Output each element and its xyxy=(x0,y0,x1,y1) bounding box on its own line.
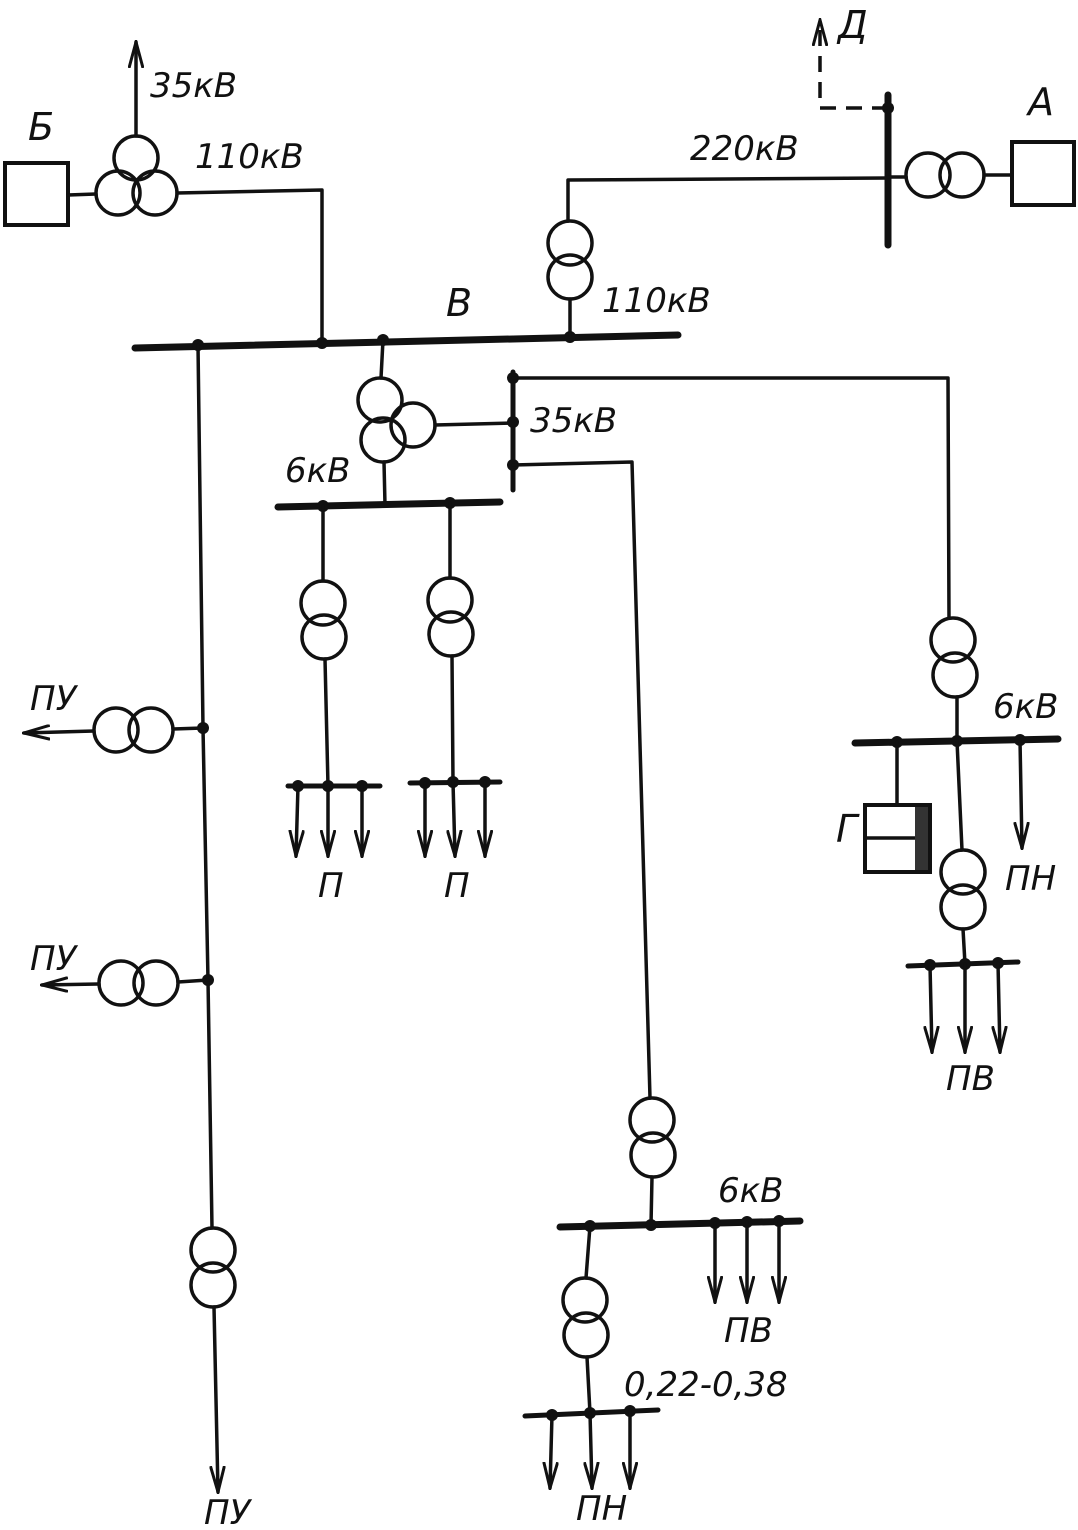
load-arrow xyxy=(453,780,455,856)
load-label-pv-2: ПВ xyxy=(724,1311,773,1351)
source-b-link xyxy=(66,192,98,197)
node-label-a: А xyxy=(1025,80,1054,124)
feeder-line xyxy=(955,739,964,852)
voltage-label-110kv-right: 110кВ xyxy=(602,281,711,321)
transformer-winding xyxy=(546,219,594,267)
node-label-v: В xyxy=(446,281,472,325)
voltage-label-220kv: 220кВ xyxy=(690,129,799,169)
transformer-winding xyxy=(427,610,475,658)
feeder-middle: 6кВ ПВ 0,22-0,38 ПН xyxy=(511,460,804,1529)
load-label-p-2: П xyxy=(444,866,470,906)
source-b-group: Б 35кВ 110кВ xyxy=(3,42,324,345)
load-arrow xyxy=(998,961,1000,1052)
node-label-d: Д xyxy=(836,3,868,47)
transformer-winding xyxy=(300,613,348,661)
feeder-p-1: П xyxy=(285,504,383,906)
transformer-lead xyxy=(379,338,385,380)
voltage-label-110kv-top: 110кВ xyxy=(195,137,304,177)
transformer-winding xyxy=(939,848,987,896)
load-arrow xyxy=(930,963,932,1052)
load-arrow xyxy=(42,984,101,985)
transformer-220-110-group: 220кВ 110кВ xyxy=(546,129,890,339)
branch-line xyxy=(176,978,210,984)
voltage-label-6kv-left: 6кВ xyxy=(285,451,351,491)
node-label-g: Г xyxy=(836,807,860,851)
load-label-pn-1: ПН xyxy=(1005,859,1056,899)
load-label-pn-2: ПН xyxy=(576,1489,627,1529)
load-arrow xyxy=(24,731,96,733)
feeder-line xyxy=(649,1175,654,1227)
load-label-pu-3: ПУ xyxy=(204,1493,253,1530)
load-label-pu-1: ПУ xyxy=(30,679,79,719)
node-label-b: Б xyxy=(28,105,54,149)
transformer-winding xyxy=(189,1226,237,1274)
load-arrow xyxy=(550,1413,552,1488)
voltage-label-35kv-top: 35кВ xyxy=(150,66,237,106)
feeder-line xyxy=(511,460,652,1100)
transformer-winding xyxy=(931,651,979,699)
source-a-group: Д А xyxy=(820,3,1076,249)
voltage-label-low: 0,22-0,38 xyxy=(624,1365,788,1405)
feeder-line xyxy=(323,657,330,788)
transformer-winding xyxy=(561,1276,609,1324)
transformer-winding xyxy=(356,376,404,424)
load-label-p-1: П xyxy=(318,866,344,906)
bus-6kv-left xyxy=(274,498,504,511)
feeder-line xyxy=(584,1224,592,1280)
transformer-lead xyxy=(382,460,387,507)
transformer-winding xyxy=(904,151,952,199)
trunk-left: ПУ ПУ ПУ xyxy=(24,343,253,1530)
transformer-winding xyxy=(629,1131,677,1179)
source-a-box xyxy=(1010,140,1076,207)
line-220kv xyxy=(566,176,890,223)
transformer-winding xyxy=(628,1096,676,1144)
transformer-winding xyxy=(97,959,145,1007)
load-arrow xyxy=(214,1305,218,1492)
bus-v-110kv xyxy=(131,331,682,352)
voltage-label-6kv-right: 6кВ xyxy=(993,687,1059,727)
line-110kv-to-bus-v xyxy=(175,188,324,345)
bus-junction xyxy=(316,337,328,349)
load-label-pv-1: ПВ xyxy=(946,1059,995,1099)
transformer-winding xyxy=(127,706,175,754)
load-arrow xyxy=(1020,738,1022,848)
load-arrow xyxy=(296,784,298,856)
feeder-line xyxy=(511,376,951,620)
load-arrow xyxy=(590,1411,592,1488)
transformer-winding xyxy=(112,134,160,182)
load-label-pu-2: ПУ xyxy=(30,939,79,979)
bus-junction xyxy=(645,1219,657,1231)
transformer-winding xyxy=(938,151,986,199)
transformer-winding xyxy=(939,883,987,931)
voltage-label-6kv-bottom: 6кВ xyxy=(718,1171,784,1211)
bus-junction xyxy=(507,416,519,428)
trunk-line xyxy=(196,343,214,1230)
feeder-line xyxy=(450,654,455,784)
transformer-winding xyxy=(929,616,977,664)
source-b-box xyxy=(3,161,70,227)
transformer-winding xyxy=(132,959,180,1007)
dashed-link-to-d xyxy=(820,20,888,110)
transformer-winding xyxy=(299,579,347,627)
feeder-line xyxy=(585,1355,592,1415)
transformer-winding xyxy=(546,253,594,301)
transformer-winding xyxy=(426,576,474,624)
bus-6kv-bottom xyxy=(556,1217,804,1231)
transformer-110-35-6-group: 35кВ 6кВ xyxy=(274,338,617,512)
transformer-winding xyxy=(189,1261,237,1309)
branch-line xyxy=(171,726,205,731)
generator-shaded-strip xyxy=(915,807,928,870)
feeder-p-2: П xyxy=(407,501,503,906)
generator-g xyxy=(863,803,932,874)
transformer-winding xyxy=(94,169,142,217)
bus-v-group: В xyxy=(131,281,682,352)
voltage-label-35kv-mid: 35кВ xyxy=(530,401,617,441)
transformer-lead xyxy=(433,421,515,427)
transformer-winding xyxy=(562,1311,610,1359)
feeder-right: 6кВ Г ПН ПВ xyxy=(511,376,1062,1099)
transformer-winding xyxy=(92,706,140,754)
